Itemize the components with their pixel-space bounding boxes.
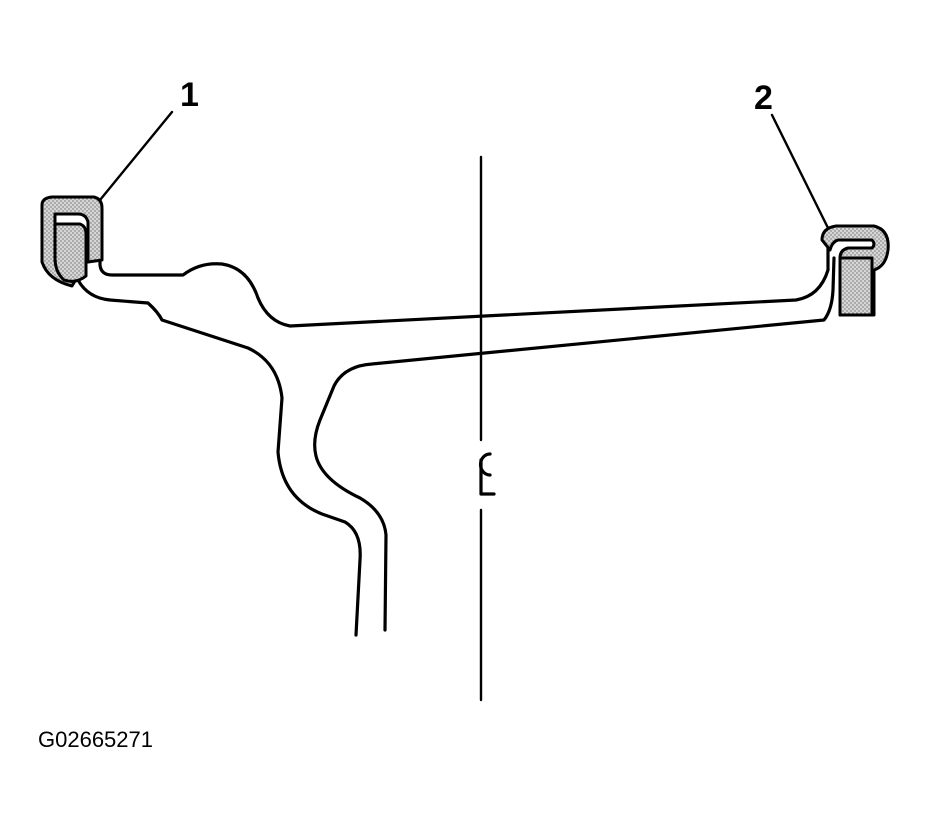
weight-2-mass bbox=[838, 256, 874, 317]
centerline-symbol: CL bbox=[479, 452, 496, 496]
rim-lower-edge bbox=[76, 278, 362, 637]
disc-inner-edge bbox=[313, 256, 836, 632]
rim-upper-edge bbox=[98, 198, 830, 328]
wheel-rim-section bbox=[76, 198, 836, 637]
centerline-symbol-l bbox=[479, 458, 496, 496]
centerline: CL bbox=[479, 155, 496, 702]
balance-weight-1 bbox=[40, 195, 104, 288]
callout-2-label: 2 bbox=[754, 79, 773, 117]
callout-2-leader bbox=[770, 113, 830, 230]
weight-1-mass bbox=[53, 222, 88, 283]
balance-weight-2 bbox=[820, 224, 890, 317]
callout-1-leader bbox=[98, 110, 174, 202]
figure-id: G02665271 bbox=[38, 727, 153, 752]
callout-1-label: 1 bbox=[180, 76, 199, 114]
